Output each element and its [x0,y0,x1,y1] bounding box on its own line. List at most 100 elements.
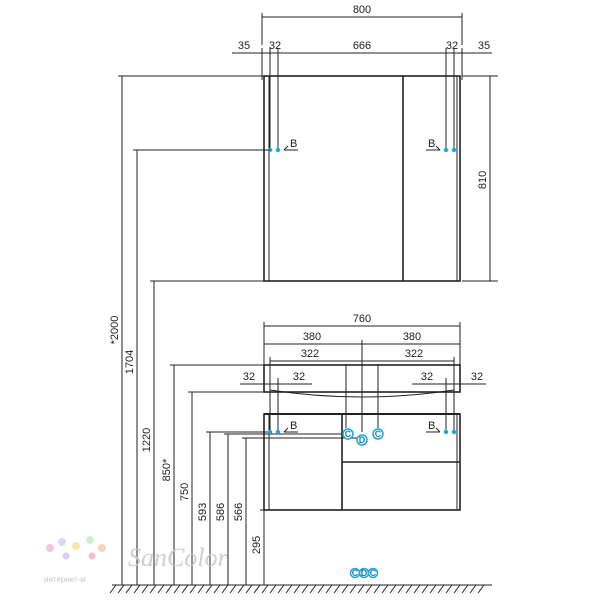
dim-mirror-height: 810 [462,75,498,282]
floor-hatch-line [157,584,165,594]
floor-hatch-line [237,584,245,594]
label-666: 666 [353,40,371,52]
marker-c1: C [345,429,352,439]
dim-mirror-width: 800 [261,4,463,45]
floor-hatch-line [421,584,429,594]
floor-hatch-line [205,584,213,594]
label-380-right: 380 [403,331,421,343]
label-b-mirror-right: B [428,138,435,150]
label-750: 750 [179,483,191,501]
label-b-vanity-left: B [290,420,297,432]
floor-hatch-line [245,584,253,594]
floor-hatch-line [373,584,381,594]
floor-hatch-line [445,584,453,594]
floor-hatch-line [293,584,301,594]
floor-hatch-line [453,584,461,594]
label-32-right: 32 [446,40,458,52]
floor-marker-c1: C [352,568,359,578]
floor-hatch-line [413,584,421,594]
floor-hatch-line [261,584,269,594]
dim-vanity-322: 322 322 [269,348,455,432]
label-1220: 1220 [141,428,153,452]
vanity-unit [263,364,461,511]
floor-hatch-line [269,584,277,594]
label-b-vanity-right: B [428,420,435,432]
floor-hatch-line [229,584,237,594]
label-35-left: 35 [238,40,250,52]
floor-hatch-line [117,584,125,594]
floor-hatch-line [317,584,325,594]
label-295: 295 [251,536,263,554]
floor-hatch-line [477,584,485,594]
floor-hatch-line [173,584,181,594]
logo-subtitle: интернет-м [44,575,86,584]
label-566: 566 [233,503,245,521]
label-850: 850* [161,458,173,481]
floor-hatch-line [189,584,197,594]
dim-vanity-380: 380 380 [264,331,460,432]
label-760: 760 [353,313,371,325]
floor-hatch-line [221,584,229,594]
vanity-cdc-markers: C D C [342,365,384,446]
marker-c2: C [375,429,382,439]
label-810: 810 [477,171,489,189]
floor-hatch-line [133,584,141,594]
label-322-left: 322 [301,348,319,360]
floor-marker-d: D [361,568,368,578]
label-322-right: 322 [405,348,423,360]
floor-hatch-line [213,584,221,594]
label-b-mirror-left: B [290,138,297,150]
label-32-vanity-rr: 32 [471,371,483,383]
floor-hatch-line [469,584,477,594]
floor-hatch-line [165,584,173,594]
mirror-cabinet [263,75,461,282]
floor-hatch-line [357,584,365,594]
label-32-vanity-lr: 32 [293,371,305,383]
floor-hatch-line [325,584,333,594]
floor-hatch-line [349,584,357,594]
floor-hatch-line [405,584,413,594]
label-380-left: 380 [303,331,321,343]
floor-hatch-line [141,584,149,594]
logo-brand: SanColor [128,543,229,572]
floor-hatch-line [389,584,397,594]
label-586: 586 [215,503,227,521]
floor-marker-c2: C [370,568,377,578]
floor-hatch-line [125,584,133,594]
floor-hatch-line [277,584,285,594]
floor-hatch-line [341,584,349,594]
label-800: 800 [353,4,371,16]
floor-hatch-line [253,584,261,594]
label-32-left: 32 [269,40,281,52]
floor-hatch-line [285,584,293,594]
floor-hatch-line [461,584,469,594]
dim-mirror-row: 35 32 666 32 35 [232,40,492,152]
dim-heights: *2000 1704 1220 850* 750 593 586 566 295 [109,75,360,585]
vanity-b-right: B [426,420,457,435]
sancolor-logo: SanColor интернет-м [44,536,229,584]
floor-hatch-line [365,584,373,594]
floor-hatch-line [197,584,205,594]
label-1704: 1704 [124,350,136,374]
floor-hatch-line [181,584,189,594]
mirror-b-right: B [426,138,457,153]
label-32-vanity-ll: 32 [243,371,255,383]
floor-hatch-line [301,584,309,594]
floor-hatch-line [149,584,157,594]
floor-hatch-line [437,584,445,594]
label-2000: *2000 [109,316,121,345]
mirror-b-left: B [267,138,298,153]
floor-hatch-line [429,584,437,594]
dim-vanity-32s: 32 32 32 32 [240,371,486,432]
label-32-vanity-rl: 32 [421,371,433,383]
floor-hatch-line [109,584,117,594]
floor-hatch-line [333,584,341,594]
floor-hatch-line [309,584,317,594]
floor: C D C [109,567,492,594]
label-35-right: 35 [478,40,490,52]
floor-hatch-line [397,584,405,594]
marker-d1: D [359,435,366,445]
vanity-b-left: B [267,420,298,435]
floor-hatch-line [381,584,389,594]
